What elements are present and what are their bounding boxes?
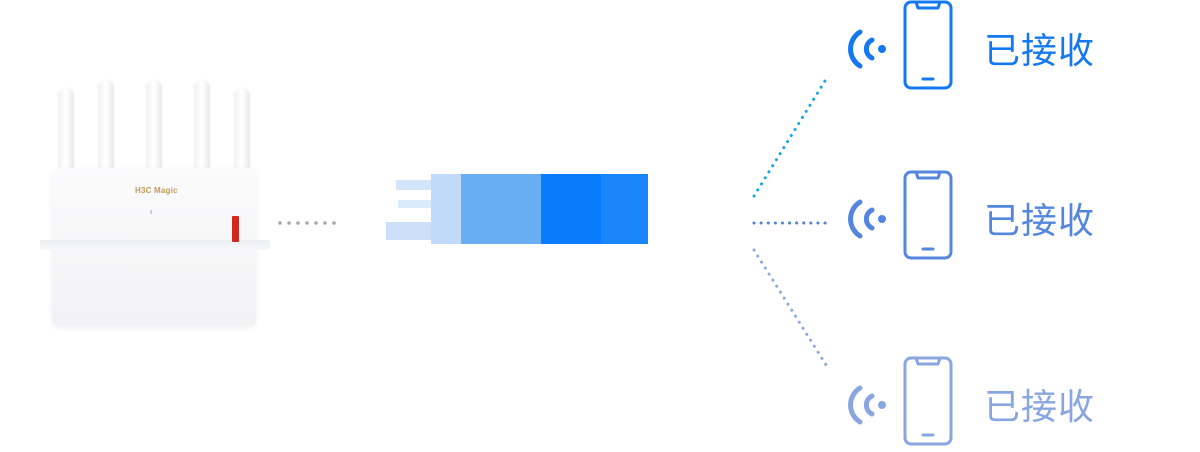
wifi-signal-icon xyxy=(848,199,886,239)
smartphone-icon xyxy=(903,0,953,90)
receiver-status-label: 已接收 xyxy=(984,387,1096,428)
router-red-panel xyxy=(232,216,239,242)
smartphone-icon xyxy=(903,170,953,260)
wifi-signal-icon xyxy=(848,29,886,69)
wifi-signal-icon xyxy=(848,385,886,425)
router-logo: H3C Magic xyxy=(135,186,178,195)
router-base xyxy=(40,240,270,250)
broadcast-fan-lines xyxy=(752,74,830,370)
data-packet-block xyxy=(386,174,648,244)
router-icon: H3C Magic xyxy=(40,80,270,326)
receiver-row-3: 已接收 xyxy=(842,356,1162,452)
receiver-row-2: 已接收 xyxy=(842,170,1162,266)
receiver-status-label: 已接收 xyxy=(984,201,1096,242)
smartphone-icon xyxy=(903,356,953,446)
router-led xyxy=(150,210,152,214)
receiver-row-1: 已接收 xyxy=(842,0,1162,96)
router-connector-dots xyxy=(278,221,336,225)
receiver-status-label: 已接收 xyxy=(984,31,1096,72)
